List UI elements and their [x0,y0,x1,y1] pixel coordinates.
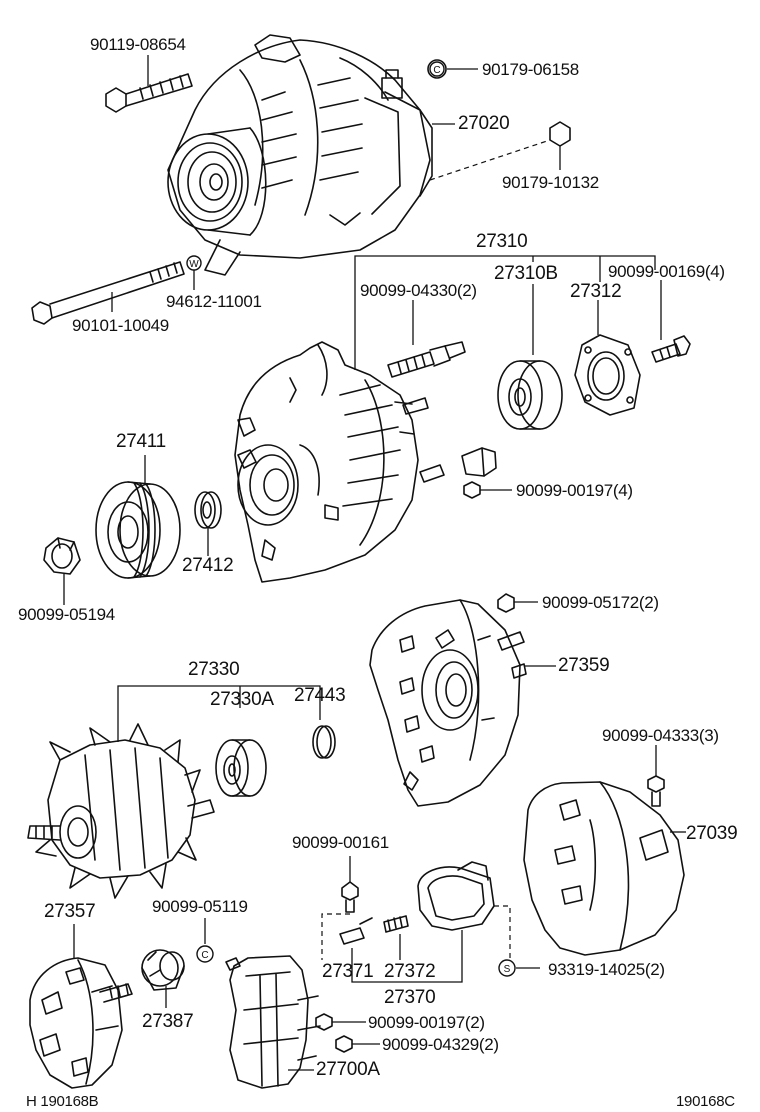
label-90099-00169: 90099-00169(4) [608,262,725,281]
cover-27443 [312,725,336,759]
screw-90099-00197-4 [463,481,481,499]
cap-90179-06158 [427,59,447,79]
cap-90179-10132 [549,121,571,147]
screw-90099-00161 [341,881,359,913]
rectifier-end-frame-27359 [369,599,527,807]
cap-marker-icon: C [429,61,445,77]
drive-end-frame [234,341,445,583]
bracket-27370 [351,930,463,983]
bolt-90101-10049 [31,261,185,325]
stud-90099-04330 [387,341,466,378]
screw-90099-04329 [335,1035,353,1053]
label-90099-04329: 90099-04329(2) [382,1035,499,1054]
terminal-insulator [461,447,497,477]
label-90099-00197-4: 90099-00197(4) [516,481,633,500]
label-94612-11001: 94612-11001 [166,292,262,311]
label-90099-04333: 90099-04333(3) [602,726,719,745]
spring-27372 [383,915,409,933]
alternator-assembly-27020 [167,34,433,276]
screw-90099-04333 [647,775,665,807]
figure-ref-right: 190168C [676,1093,735,1110]
dash-93319-14025 [494,905,511,960]
pulley-27411 [95,481,181,579]
label-27312: 27312 [570,281,622,302]
brush-holder-27370 [417,861,495,931]
dash-90099-00161 [321,913,350,960]
label-27330: 27330 [188,659,240,680]
label-90119-08654: 90119-08654 [90,35,186,54]
label-90099-04330: 90099-04330(2) [360,281,477,300]
label-90099-00161: 90099-00161 [292,833,389,852]
label-90101-10049: 90101-10049 [72,316,169,335]
label-90099-00197-2: 90099-00197(2) [368,1013,485,1032]
label-27371: 27371 [322,961,374,982]
figure-ref-left: H 190168B [26,1093,99,1110]
label-90179-06158: 90179-06158 [482,60,579,79]
bracket-27330 [117,685,321,742]
label-27359: 27359 [558,655,610,676]
nut-90099-05172 [497,593,515,613]
svg-text:W: W [189,259,199,270]
label-90099-05172: 90099-05172(2) [542,593,659,612]
label-27039: 27039 [686,823,738,844]
cap-marker-icon-2: C [196,945,214,963]
bolt-90119-08654 [105,73,193,113]
screw-90099-00169 [651,335,691,363]
collar-27412 [194,491,222,529]
bearing-27330A [215,739,267,797]
insulator-27387 [141,949,185,991]
brush-27371 [339,917,373,945]
label-27387: 27387 [142,1011,194,1032]
dash-90179-10132 [429,139,551,181]
bracket-27310 [354,255,656,370]
label-27443: 27443 [294,685,346,706]
label-90099-05194: 90099-05194 [18,605,115,624]
label-27370: 27370 [384,987,436,1008]
regulator-27700A [225,955,321,1089]
label-93319-14025: 93319-14025(2) [548,960,665,979]
label-27310B: 27310B [494,263,558,284]
label-27020: 27020 [458,113,510,134]
label-27330A: 27330A [210,689,274,710]
svg-text:C: C [201,950,208,961]
rear-cover-27039 [523,781,685,956]
rectifier-27357 [29,957,133,1089]
label-27411: 27411 [116,431,166,452]
retainer-plate-27312 [574,334,641,416]
label-90099-05119: 90099-05119 [152,897,248,916]
screw-90099-00197-2 [315,1013,333,1031]
label-27310: 27310 [476,231,528,252]
label-27372: 27372 [384,961,436,982]
svg-text:C: C [433,65,440,76]
label-27700A: 27700A [316,1059,380,1080]
label-27357: 27357 [44,901,96,922]
bearing-27310B [497,360,563,430]
svg-text:S: S [504,964,511,975]
label-90179-10132: 90179-10132 [502,173,599,192]
label-27412: 27412 [182,555,234,576]
nut-90099-05194 [43,537,81,575]
rotor-27330 [27,723,215,899]
screw-marker-icon: S [498,959,516,977]
washer-marker-icon: W [186,255,202,271]
